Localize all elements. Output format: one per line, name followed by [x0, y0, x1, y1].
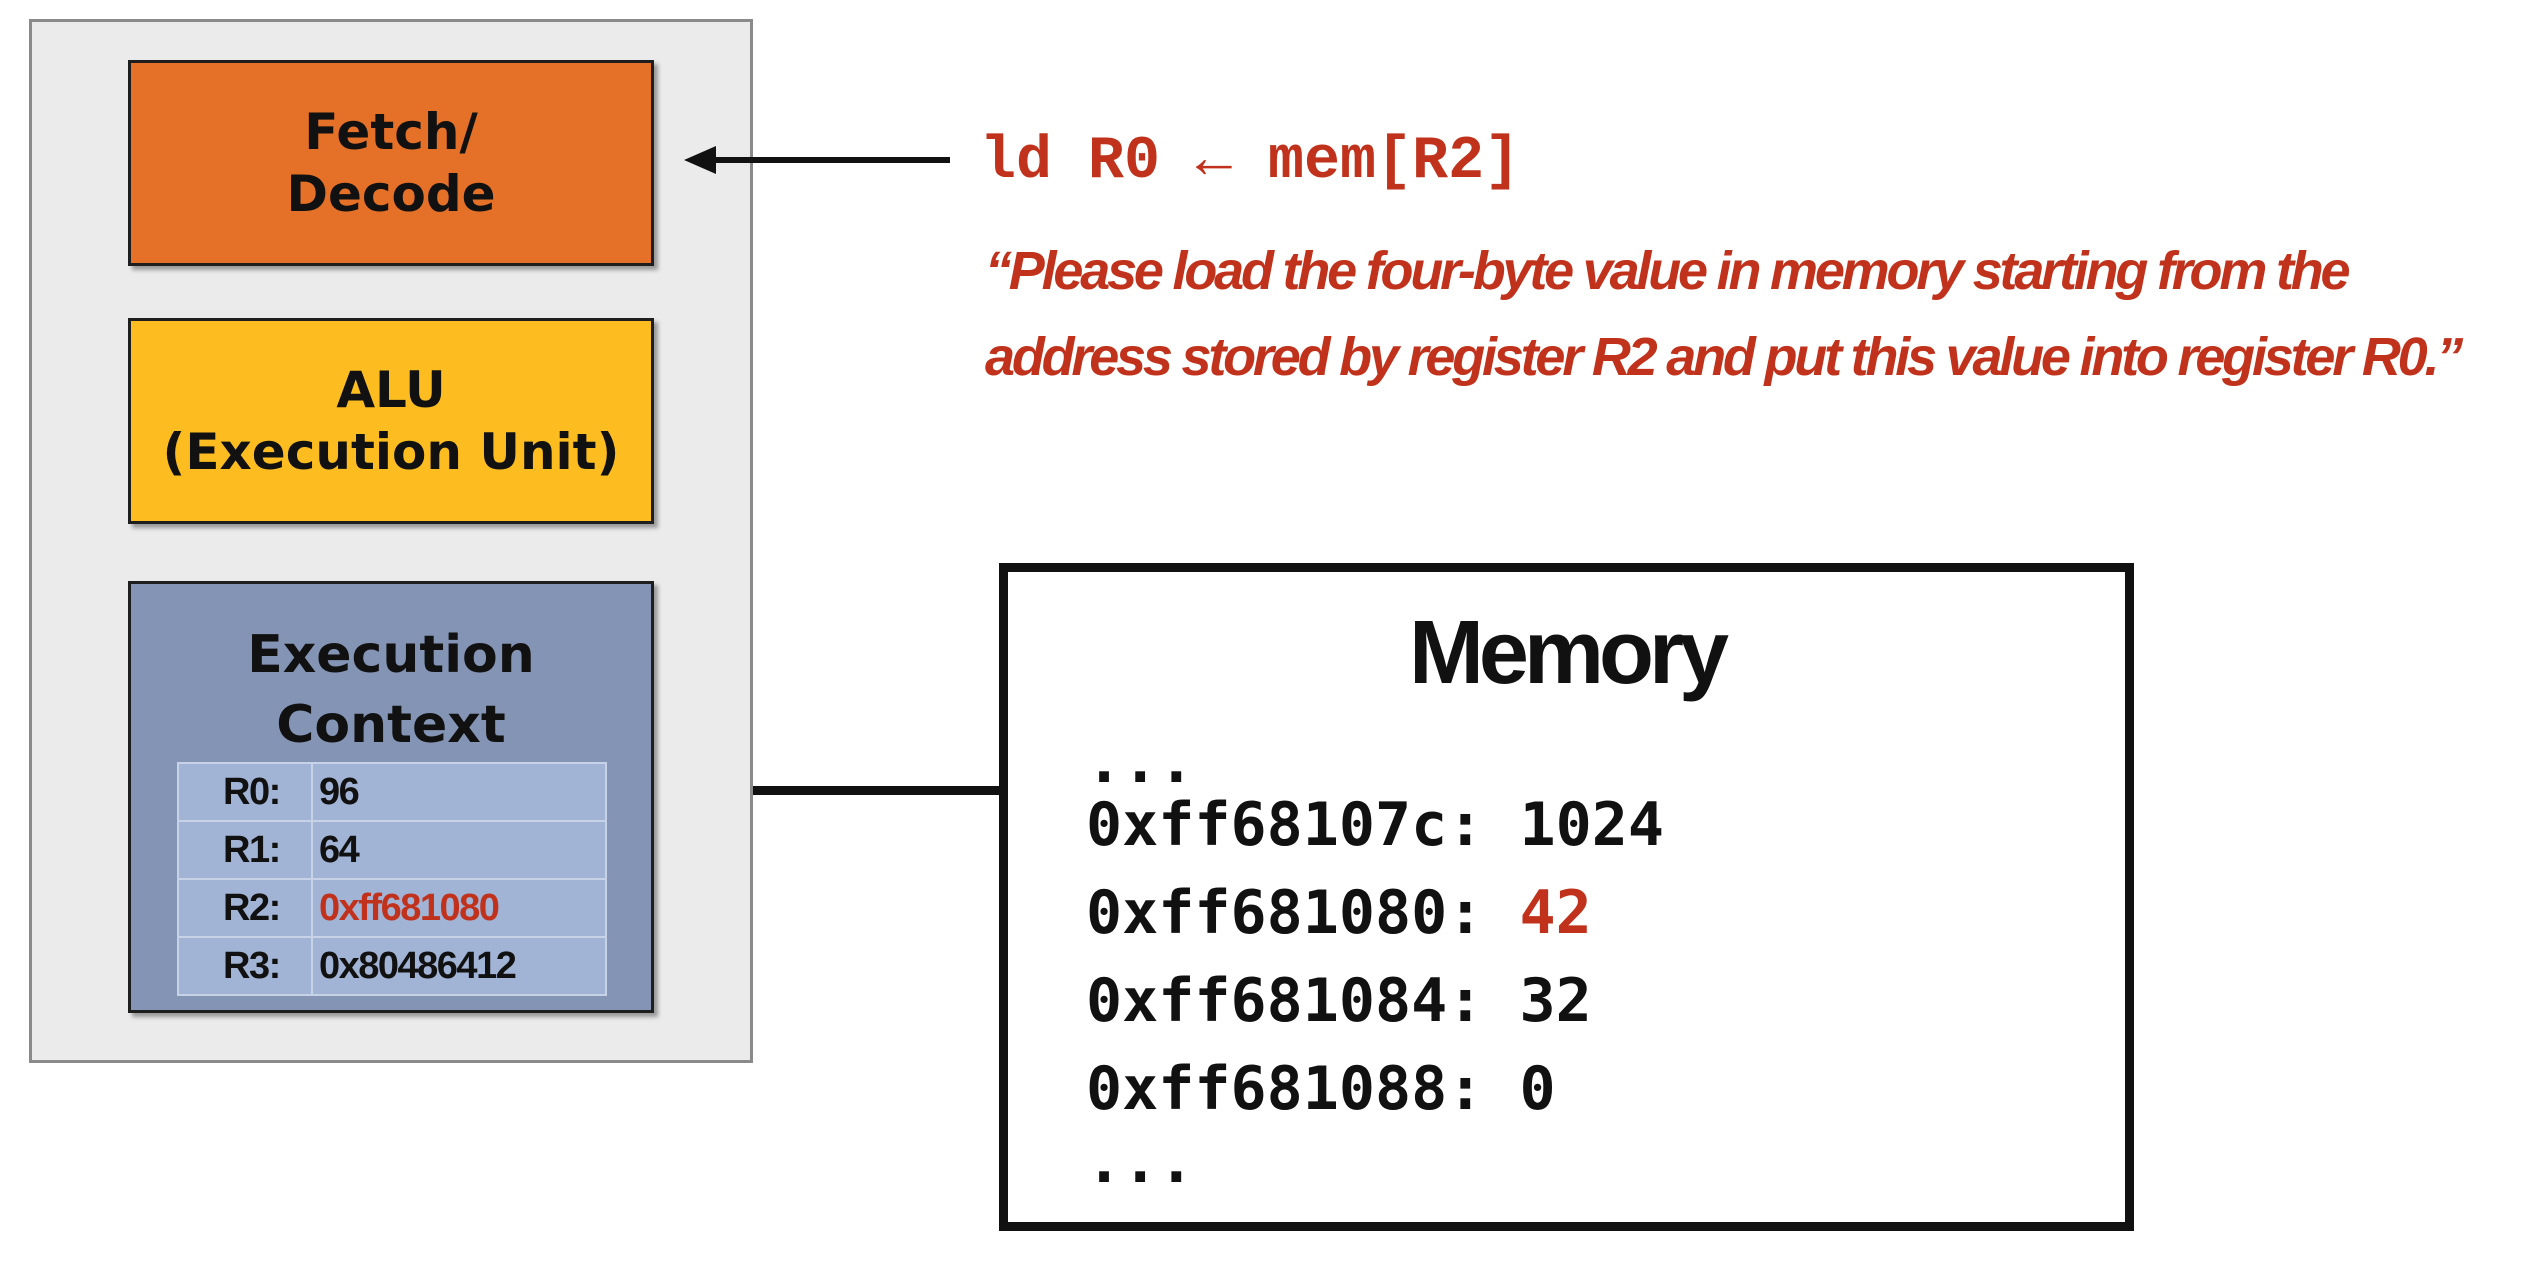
- register-value: 0x80486412: [311, 936, 607, 996]
- register-name: R1:: [177, 820, 313, 880]
- memory-row: 0xff681084: 32: [1086, 966, 1592, 1036]
- alu-label-line2: (Execution Unit): [162, 423, 620, 481]
- register-table: R0: 96 R1: 64 R2: 0xff681080 R3: 0x80486…: [177, 762, 607, 996]
- register-row: R2: 0xff681080: [177, 878, 607, 938]
- memory-value: 0: [1519, 1054, 1556, 1124]
- execution-context-title: Execution Context: [247, 620, 535, 760]
- register-name: R2:: [177, 878, 313, 938]
- register-name: R0:: [177, 762, 313, 822]
- memory-row: 0xff68107c: 1024: [1086, 790, 1664, 860]
- fetch-decode-label-line1: Fetch/: [304, 102, 478, 161]
- register-row: R0: 96: [177, 762, 607, 822]
- register-name: R3:: [177, 936, 313, 996]
- memory-address: 0xff68107c:: [1086, 790, 1484, 860]
- memory-value-highlighted: 42: [1519, 878, 1592, 948]
- memory-value: 32: [1519, 966, 1592, 1036]
- alu-unit: ALU (Execution Unit): [128, 318, 654, 524]
- alu-label-line1: ALU: [336, 360, 446, 419]
- instruction-explanation-line1: “Please load the four-byte value in memo…: [985, 241, 2351, 301]
- instruction-code: ld R0 ← mem[R2]: [980, 128, 1521, 196]
- memory-title: Memory: [1408, 603, 1729, 703]
- memory-ellipsis-bottom: ...: [1086, 1127, 1195, 1197]
- memory-value: 1024: [1519, 790, 1664, 860]
- instruction-explanation-line2: address stored by register R2 and put th…: [985, 327, 2463, 387]
- fetch-decode-label-line2: Decode: [286, 165, 496, 223]
- fetch-decode-unit: Fetch/ Decode: [128, 60, 654, 266]
- memory-ellipsis-top: ...: [1086, 727, 1195, 797]
- register-row: R1: 64: [177, 820, 607, 880]
- memory-row: 0xff681088: 0: [1086, 1054, 1556, 1124]
- memory-address: 0xff681088:: [1086, 1054, 1484, 1124]
- register-row: R3: 0x80486412: [177, 936, 607, 996]
- register-value: 64: [311, 820, 607, 880]
- execution-context-label-line1: Execution: [247, 625, 535, 685]
- memory-address: 0xff681084:: [1086, 966, 1484, 1036]
- memory-address: 0xff681080:: [1086, 878, 1484, 948]
- memory-row: 0xff681080: 42: [1086, 878, 1592, 948]
- instruction-arrow-icon: [684, 146, 950, 174]
- memory-connector-line: [753, 786, 1003, 795]
- register-value: 96: [311, 762, 607, 822]
- instruction-explanation: “Please load the four-byte value in memo…: [985, 228, 2505, 400]
- register-value-highlighted: 0xff681080: [311, 878, 607, 938]
- execution-context-label-line2: Context: [276, 695, 506, 756]
- memory-box: Memory ... 0xff68107c: 1024 0xff681080: …: [999, 563, 2134, 1231]
